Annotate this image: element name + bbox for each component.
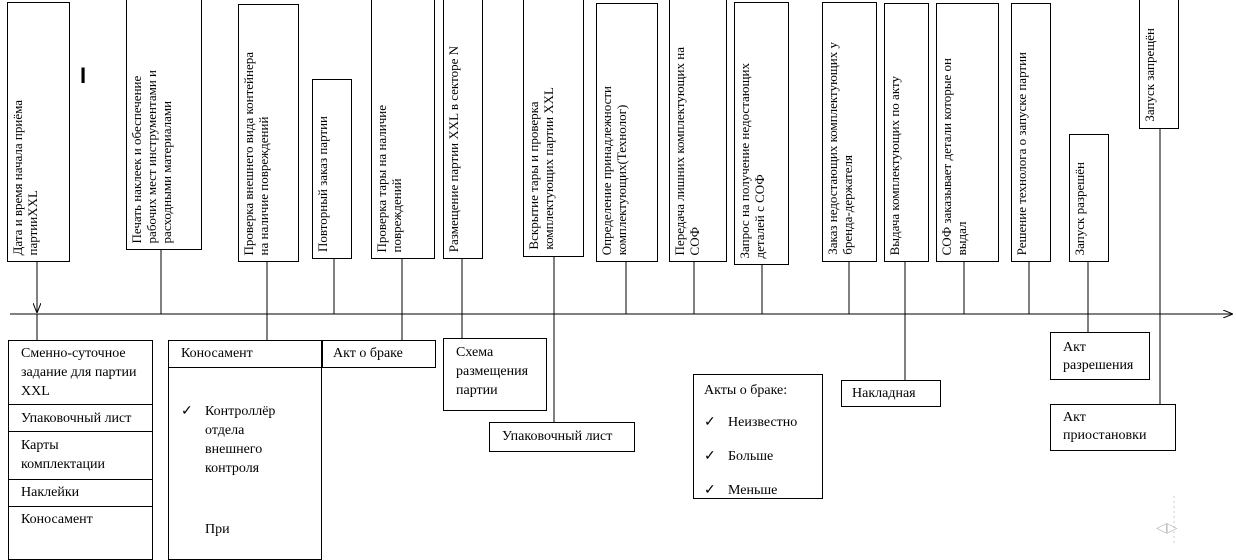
- checklist-text: Контроллёр отдела внешнего контроля: [205, 404, 276, 476]
- doc-pack-list: Упаковочный лист: [489, 422, 635, 452]
- check-icon: ✓: [704, 415, 716, 430]
- step-label: Вскрытие тары и проверка комплектующих п…: [526, 87, 556, 250]
- connector-lines: [10, 129, 1236, 546]
- step-label: Выдача комплектующих по акту: [887, 75, 902, 255]
- step-container-check: Проверка внешнего вида контейнера на нал…: [238, 4, 299, 262]
- step-label: Запуск запрещён: [1142, 28, 1157, 122]
- step-open-tare: Вскрытие тары и проверка комплектующих п…: [523, 0, 584, 257]
- step-label: Запуск разрешён: [1072, 161, 1087, 255]
- doc-akty-brak: Акты о браке: ✓ Неизвестно ✓ Больше ✓ Ме…: [693, 374, 823, 499]
- step-placement: Размещение партии XXL в секторе N: [443, 0, 483, 259]
- check-icon: ✓: [704, 449, 716, 464]
- step-label: Проверка тары на наличие повреждений: [374, 104, 404, 252]
- step-technologist: Определение принадлежности комплектующих…: [596, 3, 658, 262]
- doc-title: Коносамент: [169, 341, 321, 368]
- step-start-date: Дата и время начала приёма партииXXL: [7, 2, 70, 262]
- step-request-missing: Запрос на получение недостающих деталей …: [734, 2, 789, 265]
- step-label: Повторный заказ партии: [315, 116, 330, 252]
- doc-title: Акты о браке:: [704, 383, 788, 398]
- step-launch-decision: Решение технолога о запуске партии: [1011, 3, 1051, 262]
- step-launch-allowed: Запуск разрешён: [1069, 134, 1109, 262]
- check-icon: ✓: [181, 404, 193, 419]
- checklist-item: ✓ Контроллёр отдела внешнего контроля: [181, 402, 313, 478]
- step-print-labels: Печать наклеек и обеспечение рабочих мес…: [126, 0, 202, 250]
- checklist-text: Больше: [728, 449, 774, 464]
- checklist-text: Неизвестно: [728, 415, 798, 430]
- checklist-text: При: [205, 522, 230, 537]
- step-label: СОФ заказывает детали которые он выдал: [939, 57, 969, 255]
- doc-item: Карты комплектации: [9, 432, 152, 480]
- checklist-item: При: [181, 520, 313, 539]
- doc-akt-razresheniya: Акт разрешения: [1050, 332, 1150, 380]
- step-label: Решение технолога о запуске партии: [1014, 51, 1029, 255]
- step-transfer-extra: Передача лишних комплектующих на СОФ: [669, 0, 727, 262]
- step-label: Определение принадлежности комплектующих…: [599, 85, 629, 255]
- checklist-item: ✓ Больше: [704, 447, 812, 466]
- doc-akt-brak: Акт о браке: [322, 340, 436, 368]
- step-sof-orders: СОФ заказывает детали которые он выдал: [936, 3, 999, 262]
- doc-item: Наклейки: [9, 480, 152, 507]
- doc-nakladnaya: Накладная: [841, 380, 941, 407]
- doc-item: Упаковочный лист: [9, 405, 152, 432]
- doc-item: Коносамент: [21, 512, 93, 527]
- step-issue-by-act: Выдача комплектующих по акту: [884, 3, 929, 262]
- step-reorder: Повторный заказ партии: [312, 79, 352, 259]
- doc-item: Сменно-суточное задание для партии XXL: [9, 341, 152, 405]
- step-label: Передача лишних комплектующих на СОФ: [672, 46, 702, 255]
- doc-akt-priostanovki: Акт приостановки: [1050, 404, 1176, 451]
- step-tare-check: Проверка тары на наличие повреждений: [371, 0, 435, 259]
- doc-list-start: Сменно-суточное задание для партии XXL У…: [8, 340, 153, 560]
- doc-schema: Схема размещения партии: [443, 338, 547, 411]
- text-cursor-mark: I: [80, 63, 87, 88]
- step-order-missing: Заказ недостающих комплектующих у бренда…: [822, 2, 877, 262]
- checklist-text: Меньше: [728, 483, 778, 498]
- check-icon: ✓: [704, 483, 716, 498]
- step-label: Заказ недостающих комплектующих у бренда…: [825, 42, 855, 255]
- checklist-item: ✓ Неизвестно: [704, 413, 812, 432]
- step-label: Размещение партии XXL в секторе N: [446, 45, 461, 252]
- step-label: Запрос на получение недостающих деталей …: [737, 62, 767, 258]
- step-label: Дата и время начала приёма партииXXL: [10, 99, 40, 255]
- step-label: Печать наклеек и обеспечение рабочих мес…: [129, 69, 174, 243]
- step-launch-forbidden: Запуск запрещён: [1139, 0, 1179, 129]
- checklist-item: ✓ Меньше: [704, 481, 812, 498]
- step-label: Проверка внешнего вида контейнера на нал…: [241, 51, 271, 255]
- doc-konosament: Коносамент ✓ Контроллёр отдела внешнего …: [168, 340, 322, 560]
- slide-nav-icons[interactable]: ◁▷: [1156, 520, 1178, 536]
